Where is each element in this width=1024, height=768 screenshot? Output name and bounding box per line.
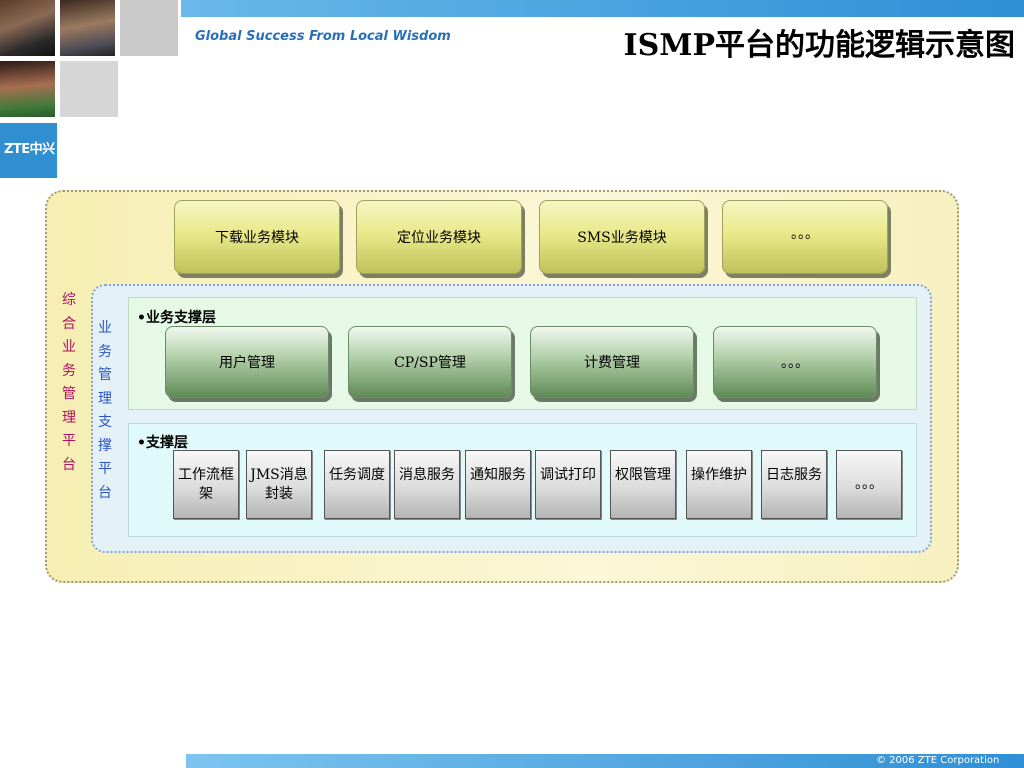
module-permission-management: 权限管理 [610, 450, 676, 519]
header-photo-man-2 [60, 0, 115, 56]
top-module-more: 。。。 [722, 200, 888, 274]
outer-platform-label: 综 合 业 务 管 理 平 台 [62, 292, 76, 473]
top-module-download: 下载业务模块 [174, 200, 340, 274]
header-bar [181, 0, 1024, 17]
module-task-scheduling: 任务调度 [324, 450, 390, 519]
module-billing-management: 计费管理 [530, 326, 694, 398]
support-layer-title: •支撑层 [137, 435, 188, 451]
inner-platform-label: 业 务 管 理 支 撑 平 台 [98, 320, 112, 501]
module-workflow: 工作流框架 [173, 450, 239, 519]
zte-logo-tile [0, 123, 57, 178]
module-message-service: 消息服务 [394, 450, 460, 519]
module-operation-maintenance: 操作维护 [686, 450, 752, 519]
module-user-management: 用户管理 [165, 326, 329, 398]
module-debug-print: 调试打印 [535, 450, 601, 519]
module-business-more: 。。。 [713, 326, 877, 398]
footer-bar [186, 754, 1024, 768]
module-log-service: 日志服务 [761, 450, 827, 519]
header-photo-woman [0, 61, 55, 117]
top-module-sms: SMS业务模块 [539, 200, 705, 274]
module-jms: JMS消息封装 [246, 450, 312, 519]
header-grey-tile [120, 0, 178, 56]
module-cpsp-management: CP/SP管理 [348, 326, 512, 398]
module-support-more: 。。。 [836, 450, 902, 519]
zte-logo-text: ZTE中兴 [4, 142, 55, 157]
header-grey-tile-2 [60, 61, 118, 117]
slogan: Global Success From Local Wisdom [195, 29, 451, 44]
top-module-location: 定位业务模块 [356, 200, 522, 274]
business-layer-title: •业务支撑层 [137, 310, 216, 326]
slide-title: ISMP平台的功能逻辑示意图 [623, 28, 1015, 63]
header-photo-man-1 [0, 0, 55, 56]
module-notification-service: 通知服务 [465, 450, 531, 519]
copyright: © 2006 ZTE Corporation [876, 755, 1000, 766]
